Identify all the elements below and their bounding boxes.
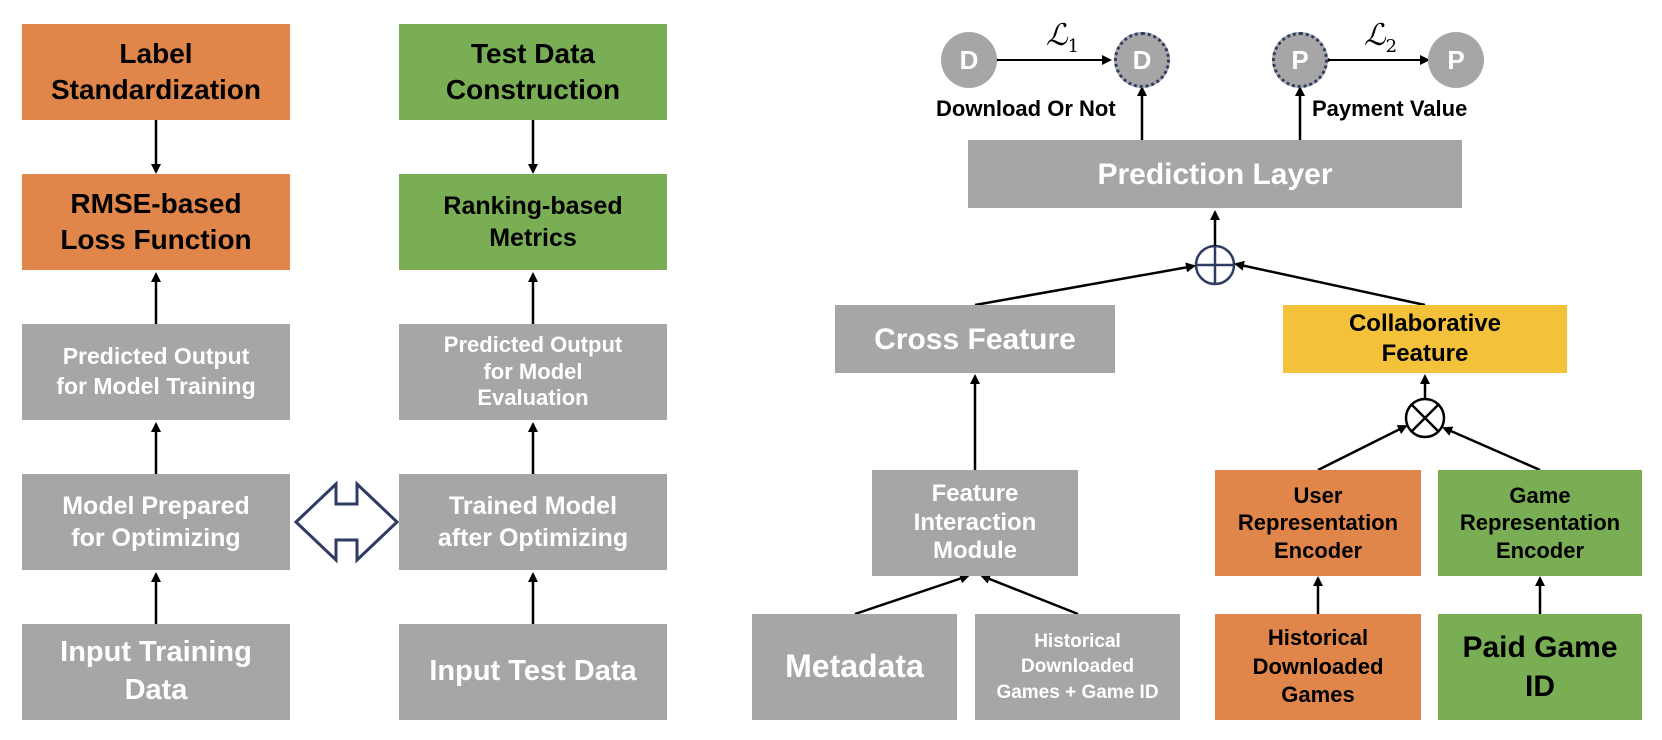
arrow-game-to-times	[1442, 426, 1541, 472]
arrow-user-to-times	[1317, 424, 1408, 472]
user-encoder-box: User Representation Encoder	[1215, 470, 1421, 576]
prediction-layer-box: Prediction Layer	[968, 140, 1462, 208]
historical-games-id-box: Historical Downloaded Games + Game ID	[975, 614, 1180, 720]
cross-feature-box: Cross Feature	[835, 305, 1115, 373]
trained-model-box: Trained Model after Optimizing	[399, 474, 667, 570]
feature-interaction-box: Feature Interaction Module	[872, 470, 1078, 576]
input-test-data-box: Input Test Data	[399, 624, 667, 720]
arrow-cross-to-sum	[974, 262, 1196, 307]
download-label: Download Or Not	[936, 96, 1116, 121]
metadata-box: Metadata	[752, 614, 957, 720]
arrow-metadata-to-fim	[854, 573, 970, 616]
loss2-symbol: ℒ2	[1364, 18, 1398, 57]
download-node-predicted: D	[1114, 32, 1170, 88]
input-training-data-box: Input Training Data	[22, 624, 290, 720]
game-encoder-box: Game Representation Encoder	[1438, 470, 1642, 576]
ranking-metrics-box: Ranking-based Metrics	[399, 174, 667, 270]
paid-game-id-box: Paid Game ID	[1438, 614, 1642, 720]
arrow-collab-to-sum	[1234, 260, 1426, 307]
payment-label: Payment Value	[1312, 96, 1468, 121]
predicted-output-training-box: Predicted Output for Model Training	[22, 324, 290, 420]
download-node-true: D	[941, 32, 997, 88]
model-prepared-box: Model Prepared for Optimizing	[22, 474, 290, 570]
payment-node-true: P	[1428, 32, 1484, 88]
loss-function-box: RMSE-based Loss Function	[22, 174, 290, 270]
test-data-construction-box: Test Data Construction	[399, 24, 667, 120]
label-standardization-box: Label Standardization	[22, 24, 290, 120]
payment-node-predicted: P	[1272, 32, 1328, 88]
arrow-hist-to-fim	[980, 574, 1079, 616]
loss1-symbol: ℒ1	[1046, 18, 1080, 57]
predicted-output-eval-box: Predicted Output for Model Evaluation	[399, 324, 667, 420]
double-arrow-icon	[293, 480, 400, 564]
historical-games-box: Historical Downloaded Games	[1215, 614, 1421, 720]
collaborative-feature-box: Collaborative Feature	[1283, 305, 1567, 373]
